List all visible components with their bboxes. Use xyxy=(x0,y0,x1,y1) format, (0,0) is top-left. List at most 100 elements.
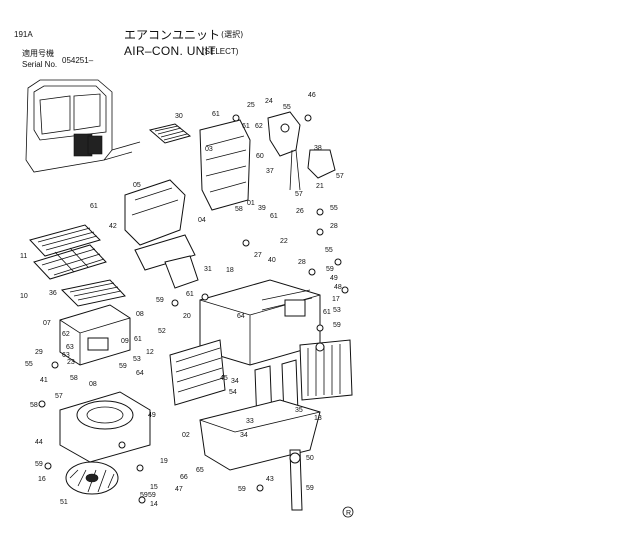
part-label: 28 xyxy=(330,223,338,230)
part-label: 22 xyxy=(280,238,288,245)
part-label: 60 xyxy=(256,153,264,160)
part-label: 43 xyxy=(266,476,274,483)
serial-label-japanese: 適用号機 xyxy=(22,49,54,58)
part-label: 58 xyxy=(70,375,78,382)
small-fasteners xyxy=(38,114,349,504)
part-label: 61 xyxy=(242,123,250,130)
filter-30 xyxy=(148,123,192,144)
part-label: 16 xyxy=(38,476,46,483)
part-label: 53 xyxy=(333,307,341,314)
part-label: 58 xyxy=(235,206,243,213)
part-label: 01 xyxy=(247,200,255,207)
part-label: 53 xyxy=(133,356,141,363)
part-label: 59 xyxy=(140,492,148,499)
part-label: 50 xyxy=(306,455,314,462)
part-label: 49 xyxy=(148,412,156,419)
part-label: 59 xyxy=(35,461,43,468)
part-label: 46 xyxy=(308,92,316,99)
part-label: 18 xyxy=(226,267,234,274)
part-label: 59 xyxy=(306,485,314,492)
part-label: 10 xyxy=(20,293,28,300)
part-label: 36 xyxy=(49,290,57,297)
part-label: 57 xyxy=(336,173,344,180)
bracket-24 xyxy=(267,111,336,191)
title-japanese: エアコンユニット xyxy=(124,28,221,42)
part-label: 05 xyxy=(133,182,141,189)
part-label: 63 xyxy=(62,352,70,359)
part-label: 48 xyxy=(334,284,342,291)
part-label: 25 xyxy=(247,102,255,109)
panel-31 xyxy=(134,234,199,289)
part-label: 64 xyxy=(237,313,245,320)
part-label: 38 xyxy=(314,145,322,152)
main-unit-01 xyxy=(199,279,321,366)
filter-36 xyxy=(60,279,126,307)
part-label: 55 xyxy=(25,361,33,368)
part-label: 41 xyxy=(40,377,48,384)
part-label: 04 xyxy=(198,217,206,224)
title-english-sub: (SELECT) xyxy=(202,47,239,56)
pipe-51 xyxy=(289,449,303,511)
title-english: AIR–CON. UNIT xyxy=(124,44,216,58)
part-label: 52 xyxy=(158,328,166,335)
part-label: 61 xyxy=(134,336,142,343)
part-label: 59 xyxy=(326,266,334,273)
part-label: 55 xyxy=(283,104,291,111)
part-label: 66 xyxy=(180,474,188,481)
part-label: 57 xyxy=(295,191,303,198)
part-label: 40 xyxy=(268,257,276,264)
part-label: 35 xyxy=(295,407,303,414)
part-label: 59 xyxy=(119,363,127,370)
serial-value: 054251– xyxy=(62,56,94,65)
part-label: 58 xyxy=(30,402,38,409)
title-japanese-sub: (選択) xyxy=(221,30,244,39)
blower-housing-09 xyxy=(59,391,151,463)
part-label: 14 xyxy=(150,501,158,508)
part-label: 12 xyxy=(146,349,154,356)
serial-label-english: Serial No. xyxy=(22,60,58,69)
part-label: 61 xyxy=(212,111,220,118)
part-label: 30 xyxy=(175,113,183,120)
duct-assembly xyxy=(124,119,251,246)
part-label: 24 xyxy=(265,98,273,105)
part-label: 34 xyxy=(240,432,248,439)
part-label: 27 xyxy=(254,252,262,259)
part-label: 55 xyxy=(330,205,338,212)
part-label: 34 xyxy=(231,378,239,385)
part-label: 07 xyxy=(43,320,51,327)
housing-07 xyxy=(59,304,131,366)
part-label: 02 xyxy=(182,432,190,439)
part-label: 28 xyxy=(298,259,306,266)
part-label: 42 xyxy=(109,223,117,230)
part-label: 19 xyxy=(160,458,168,465)
blower-motor-14 xyxy=(65,461,119,495)
part-label: 49 xyxy=(330,275,338,282)
heater-core-13 xyxy=(299,339,353,401)
part-label: 45 xyxy=(220,375,228,382)
part-label: 47 xyxy=(175,486,183,493)
part-label: 59 xyxy=(238,486,246,493)
part-label: 51 xyxy=(60,499,68,506)
part-label: 62 xyxy=(62,331,70,338)
part-label: 62 xyxy=(255,123,263,130)
part-label: 08 xyxy=(136,311,144,318)
page-code: 191A xyxy=(14,30,33,39)
part-label: 59 xyxy=(333,322,341,329)
part-label: 09 xyxy=(121,338,129,345)
part-label: 64 xyxy=(136,370,144,377)
part-label: 26 xyxy=(296,208,304,215)
part-label: 15 xyxy=(150,484,158,491)
part-label: 33 xyxy=(246,418,254,425)
part-label: 13 xyxy=(314,415,322,422)
registered-mark xyxy=(342,506,354,518)
part-label: 21 xyxy=(316,183,324,190)
part-label: 08 xyxy=(89,381,97,388)
part-label: 61 xyxy=(270,213,278,220)
part-label: 59 xyxy=(156,297,164,304)
part-label: 61 xyxy=(186,291,194,298)
part-label: 31 xyxy=(204,266,212,273)
part-label: 55 xyxy=(325,247,333,254)
part-label: 23 xyxy=(67,359,75,366)
